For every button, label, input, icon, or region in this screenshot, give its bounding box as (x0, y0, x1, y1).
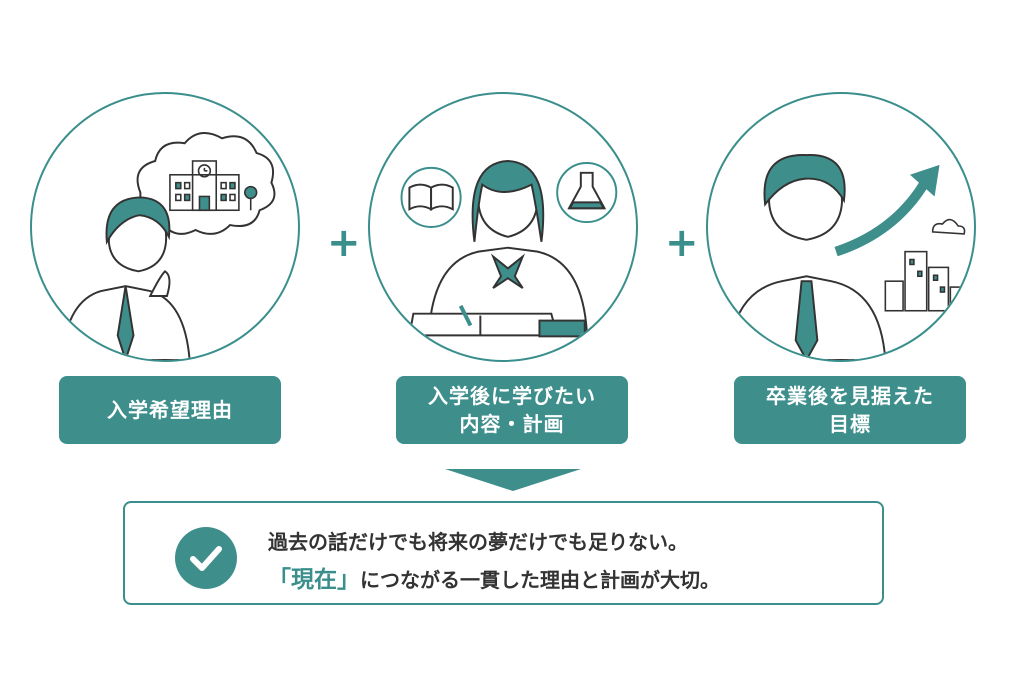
plus-sign-2: + (665, 220, 699, 266)
summary-line-1: 過去の話だけでも将来の夢だけでも足りない。 (268, 530, 688, 554)
graduate-future-illustration (726, 154, 966, 360)
down-arrow-icon (445, 469, 581, 491)
label-future-goal: 卒業後を見据えた 目標 (734, 376, 966, 444)
label-study-plan-line1: 入学後に学びたい (428, 384, 596, 408)
flask-icon (556, 161, 618, 224)
book-icon (400, 166, 462, 228)
label-admission-reason: 入学希望理由 (59, 376, 281, 444)
circle-admission-reason (30, 92, 300, 362)
student-studying-illustration (400, 160, 618, 338)
circle-study-plan (368, 92, 638, 362)
circle-future-goal (706, 92, 976, 362)
label-study-plan: 入学後に学びたい 内容・計画 (396, 376, 628, 444)
student-thinking-illustration (60, 132, 276, 360)
summary-highlight: 「現在」 (268, 567, 360, 593)
label-admission-reason-line1: 入学希望理由 (107, 398, 233, 422)
city-buildings-icon (884, 218, 966, 312)
school-building-icon (169, 160, 258, 212)
check-icon (175, 527, 237, 589)
summary-line-2-rest: につながる一貫した理由と計画が大切。 (360, 568, 720, 592)
rising-arrow-icon (834, 164, 940, 257)
label-future-goal-line2: 目標 (829, 412, 871, 436)
plus-sign-1: + (327, 220, 361, 266)
label-future-goal-line1: 卒業後を見据えた (766, 384, 934, 408)
label-study-plan-line2: 内容・計画 (459, 412, 565, 436)
summary-line-2: 「現在」につながる一貫した理由と計画が大切。 (268, 560, 720, 594)
summary-message-box: 過去の話だけでも将来の夢だけでも足りない。 「現在」につながる一貫した理由と計画… (123, 501, 884, 605)
